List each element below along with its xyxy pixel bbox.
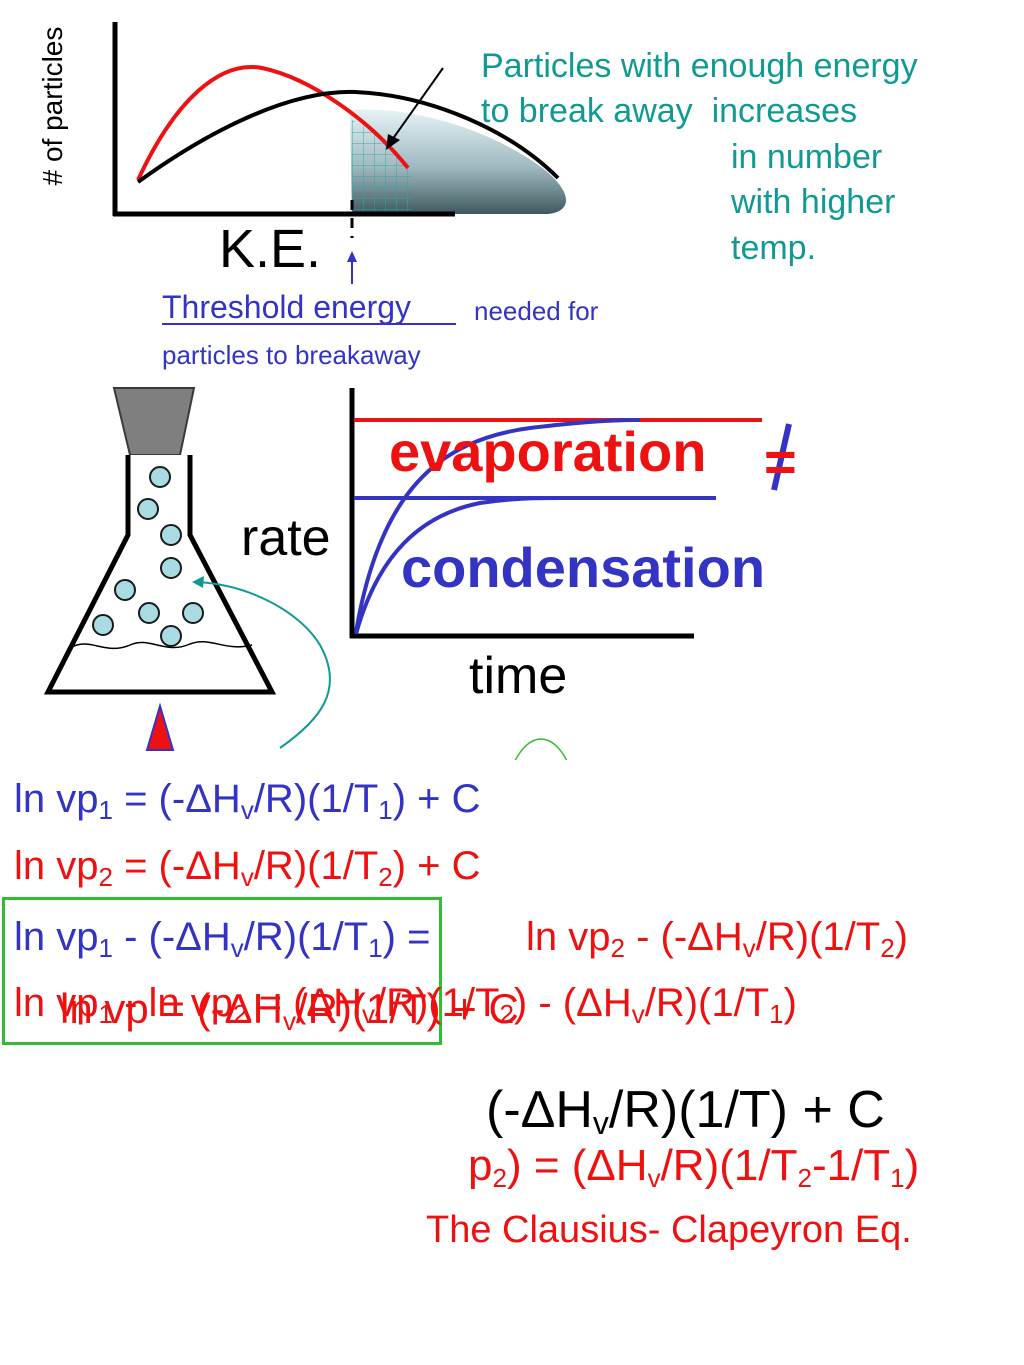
not-equal-sign: = (764, 430, 797, 493)
annotation-line-4: with higher (731, 183, 896, 221)
heat-flame-icon (145, 702, 175, 751)
particle-escape-arrowhead (192, 576, 204, 588)
not-equal-slash (771, 423, 792, 491)
annotation-line-2: to break away increases (481, 92, 858, 130)
clausius-clapeyron-equation: p2) = (ΔHv/R)(1/T2-1/T1) (468, 1141, 920, 1193)
threshold-line-2: particles to breakaway (162, 340, 421, 370)
threshold-needed-for: needed for (474, 296, 599, 326)
high-temperature-curve (136, 89, 560, 184)
equation-line-4: ln vp1 - ln vp2 = (ΔHv/R)(1/T2) - (ΔHv/R… (14, 981, 797, 1029)
low-temperature-curve (136, 65, 410, 181)
condensation-label: condensation (401, 536, 766, 599)
equation-highlight-box (2, 897, 442, 1045)
flask-stopper (112, 387, 196, 456)
annotation-line-3: in number (731, 138, 883, 176)
high-energy-grid-region (352, 120, 412, 214)
general-equation: (-ΔHv/R)(1/T) + C (486, 1081, 885, 1141)
condensation-curve-upper (354, 418, 641, 633)
equation-line-1: ln vp1 = (-ΔHv/R)(1/T1) + C (14, 777, 481, 825)
y-axis-label: # of particles (37, 26, 68, 186)
x-axis-label: K.E. (219, 219, 322, 279)
equation-line-4-back: ln vp = (-ΔHv/R)(1/T) + C (60, 985, 519, 1036)
equation-line-3-right: ln vp2 - (-ΔHv/R)(1/T2) (526, 915, 908, 963)
diagram-graphics (43, 22, 792, 760)
annotation-line-5: temp. (731, 229, 817, 267)
threshold-energy-label: Threshold energy (162, 289, 412, 325)
equation-line-2: ln vp2 = (-ΔHv/R)(1/T2) + C (14, 844, 481, 892)
annotation-pointer-line (391, 67, 444, 141)
threshold-arrowhead (347, 251, 357, 262)
rate-axis-label: rate (241, 509, 331, 567)
constant-highlight-ellipse (514, 738, 568, 760)
flask-body (43, 455, 277, 695)
annotation-line-1: Particles with enough energy (481, 47, 918, 85)
particle-escape-arrow (197, 581, 331, 749)
equation-line-3-left: ln vp1 - (-ΔHv/R)(1/T1) = (14, 915, 431, 963)
equation-caption: The Clausius- Clapeyron Eq. (426, 1209, 912, 1251)
vapor-particles (92, 466, 204, 647)
annotation-pointer-arrowhead (386, 134, 400, 150)
condensation-curve-lower (354, 496, 561, 635)
evaporation-label: evaporation (389, 420, 707, 483)
time-axis-label: time (469, 647, 568, 705)
liquid-surface (69, 640, 253, 650)
